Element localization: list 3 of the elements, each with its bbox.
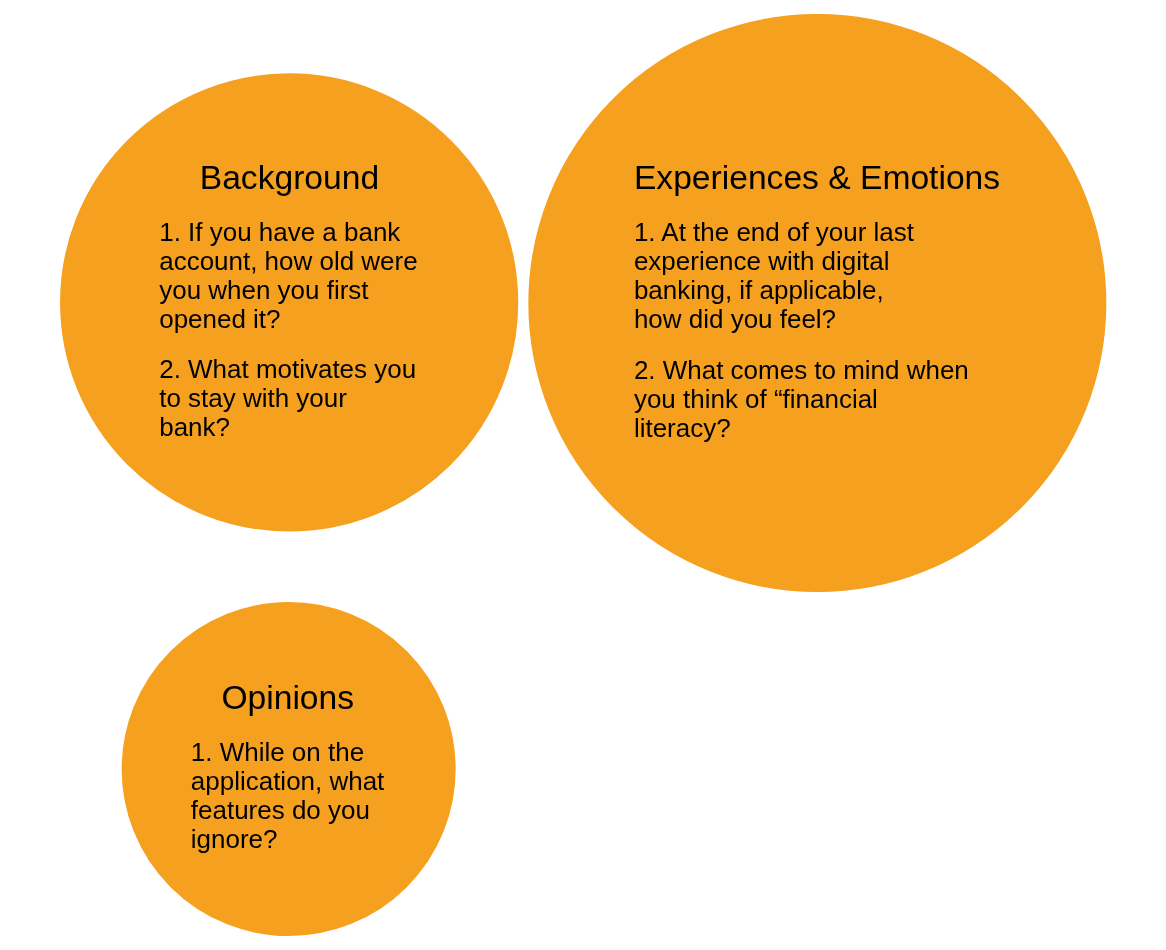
node-circle: Background 1. If you have a bank account, how old were you when you first opened it? 2. What motivates you to stay with your bank? [59,73,518,532]
node-circle: Opinions 1. While on the application, what features do you ignore? [121,602,456,937]
node-circle: Experiences & Emotions 1. At the end of your last experience with digital banking, if applicable, how did you feel? 2. What comes to mind when you think of “financial literacy? [527,14,1106,593]
